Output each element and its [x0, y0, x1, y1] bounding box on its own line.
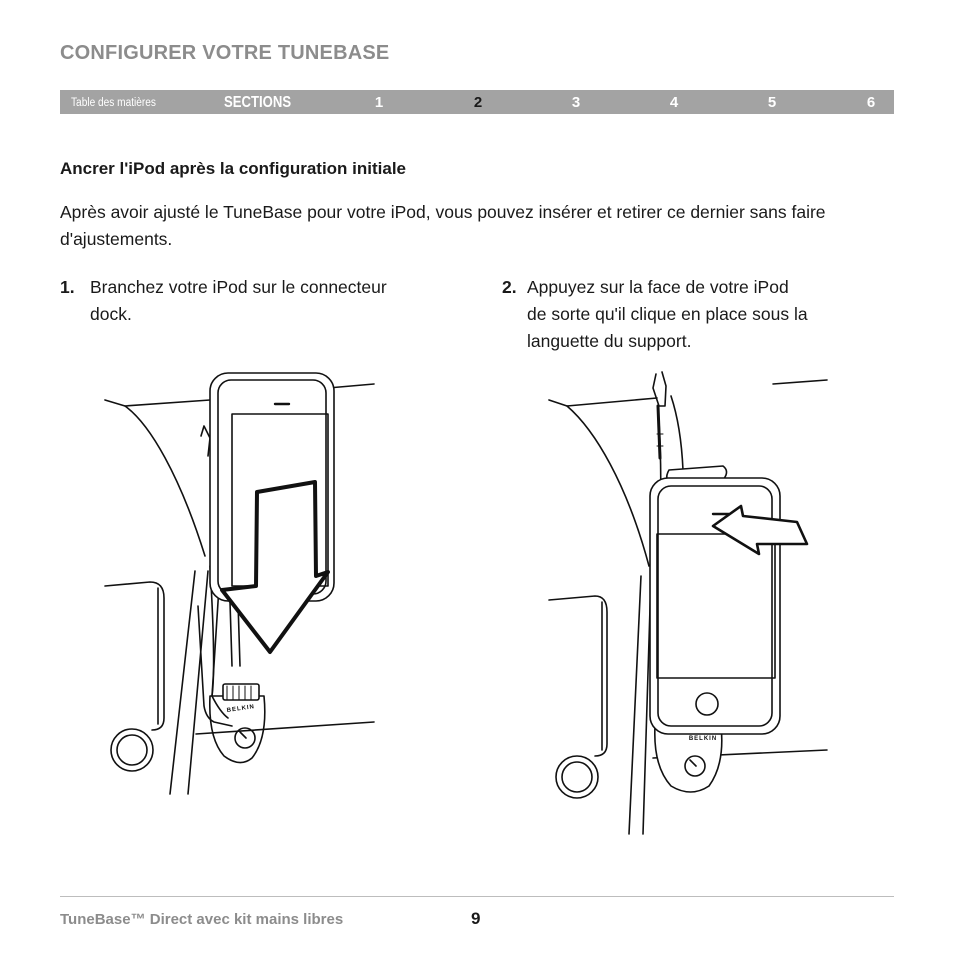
nav-section-4[interactable]: 4	[669, 94, 679, 111]
section-heading: Ancrer l'iPod après la configuration ini…	[60, 159, 407, 178]
step-text-line: Branchez votre iPod sur le connecteur	[90, 277, 387, 297]
nav-section-1[interactable]: 1	[374, 94, 384, 111]
step-text-line: languette du support.	[527, 331, 692, 351]
page-number: 9	[471, 909, 481, 928]
intro-paragraph: Après avoir ajusté le TuneBase pour votr…	[60, 202, 826, 249]
illustration-insert-ipod: BELKIN	[104, 372, 375, 795]
step-number: 2.	[502, 277, 517, 297]
nav-section-2[interactable]: 2	[473, 94, 483, 111]
nav-section-6[interactable]: 6	[866, 94, 876, 111]
step-text-line: dock.	[90, 304, 132, 324]
step-text-line: Appuyez sur la face de votre iPod	[527, 277, 789, 297]
footer-product-name: TuneBase™ Direct avec kit mains libres	[60, 911, 344, 928]
page-title: CONFIGURER VOTRE TUNEBASE	[60, 42, 390, 64]
nav-table-of-contents-link[interactable]: Table des matières	[71, 97, 156, 109]
belkin-logo-label: BELKIN	[689, 736, 717, 742]
belkin-logo-label: BELKIN	[226, 704, 255, 714]
footer-divider	[60, 896, 894, 897]
nav-sections-label: SECTIONS	[224, 94, 292, 111]
step-text-line: de sorte qu'il clique en place sous la	[527, 304, 808, 324]
step-2: 2. Appuyez sur la face de votre iPod de …	[502, 274, 902, 359]
nav-section-3[interactable]: 3	[571, 94, 581, 111]
step-1: 1. Branchez votre iPod sur le connecteur…	[60, 274, 460, 334]
illustration-press-ipod: BELKIN	[548, 371, 828, 835]
figure-step-2: BELKIN	[545, 366, 835, 836]
figure-step-1: BELKIN	[100, 366, 380, 800]
nav-section-5[interactable]: 5	[767, 94, 777, 111]
section-navbar: Table des matières SECTIONS 1 2 3 4 5 6	[60, 90, 894, 114]
step-number: 1.	[60, 277, 75, 297]
